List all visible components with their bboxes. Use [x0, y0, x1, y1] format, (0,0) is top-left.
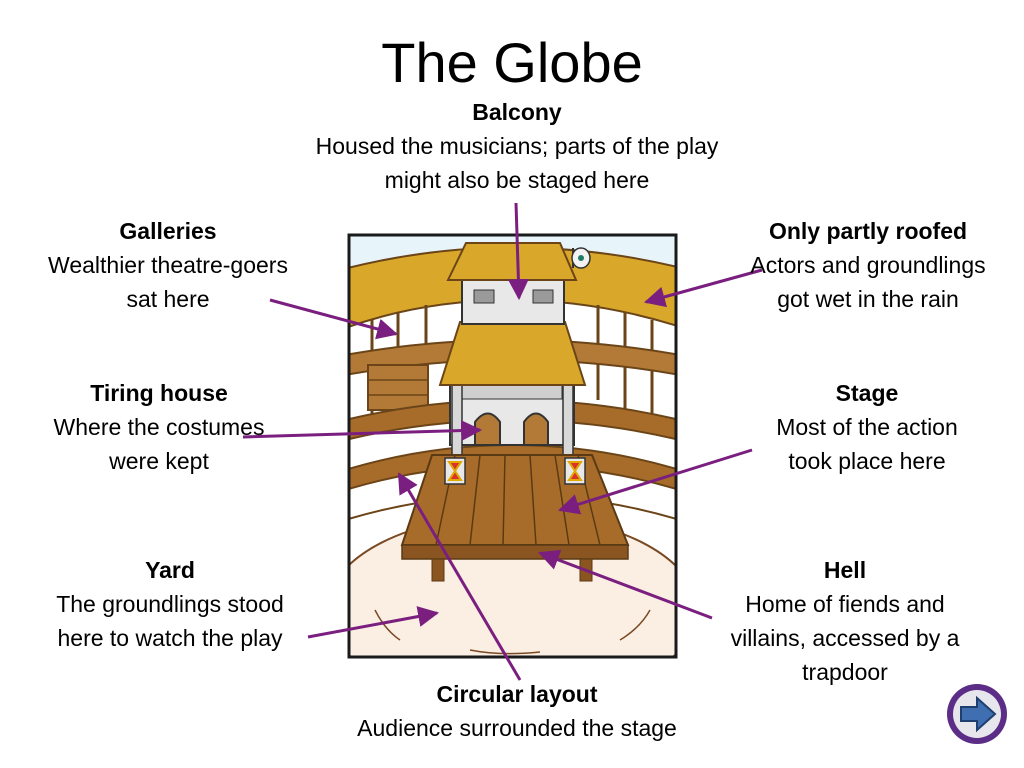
roof-label: Only partly roofed Actors and groundling… — [748, 214, 988, 316]
tiring-house-label: Tiring house Where the costumes were kep… — [30, 376, 288, 478]
yard-description: The groundlings stood here to watch the … — [56, 591, 284, 651]
yard-heading: Yard — [145, 557, 195, 583]
roof-heading: Only partly roofed — [768, 218, 968, 244]
hell-arrow — [538, 549, 713, 620]
roof-description: Actors and groundlings got wet in the ra… — [750, 252, 986, 312]
yard-label: Yard The groundlings stood here to watch… — [50, 553, 290, 655]
balcony-description: Housed the musicians; parts of the play … — [315, 133, 719, 193]
next-slide-button[interactable] — [945, 682, 1009, 746]
arrow-right-icon — [947, 684, 1007, 744]
roof-arrow — [643, 268, 763, 308]
galleries-arrow — [269, 298, 399, 340]
galleries-heading: Galleries — [119, 218, 217, 244]
hell-heading: Hell — [823, 557, 867, 583]
circular-layout-arrow — [397, 472, 522, 681]
tiring-house-description: Where the costumes were kept — [53, 414, 265, 474]
balcony-arrow — [507, 202, 529, 301]
circular-layout-heading: Circular layout — [436, 681, 598, 707]
stage-arrow — [557, 448, 753, 515]
stage-label: Stage Most of the action took place here — [752, 376, 982, 478]
tiring-house-heading: Tiring house — [90, 380, 228, 406]
galleries-description: Wealthier theatre-goers sat here — [48, 252, 288, 312]
stage-description: Most of the action took place here — [776, 414, 958, 474]
picture-frame — [347, 233, 678, 659]
hell-label: Hell Home of fiends and villains, access… — [712, 553, 978, 689]
circular-layout-description: Audience surrounded the stage — [357, 715, 677, 741]
circular-layout-label: Circular layout Audience surrounded the … — [300, 677, 734, 745]
yard-arrow — [307, 606, 440, 639]
stage-heading: Stage — [835, 380, 899, 406]
theatre-picture — [349, 235, 676, 657]
galleries-label: Galleries Wealthier theatre-goers sat he… — [48, 214, 288, 316]
tiring-house-arrow — [242, 420, 483, 442]
balcony-label: Balcony Housed the musicians; parts of t… — [300, 95, 734, 197]
balcony-heading: Balcony — [472, 99, 562, 125]
slide-title: The Globe — [381, 31, 643, 94]
hell-description: Home of fiends and villains, accessed by… — [730, 591, 960, 685]
